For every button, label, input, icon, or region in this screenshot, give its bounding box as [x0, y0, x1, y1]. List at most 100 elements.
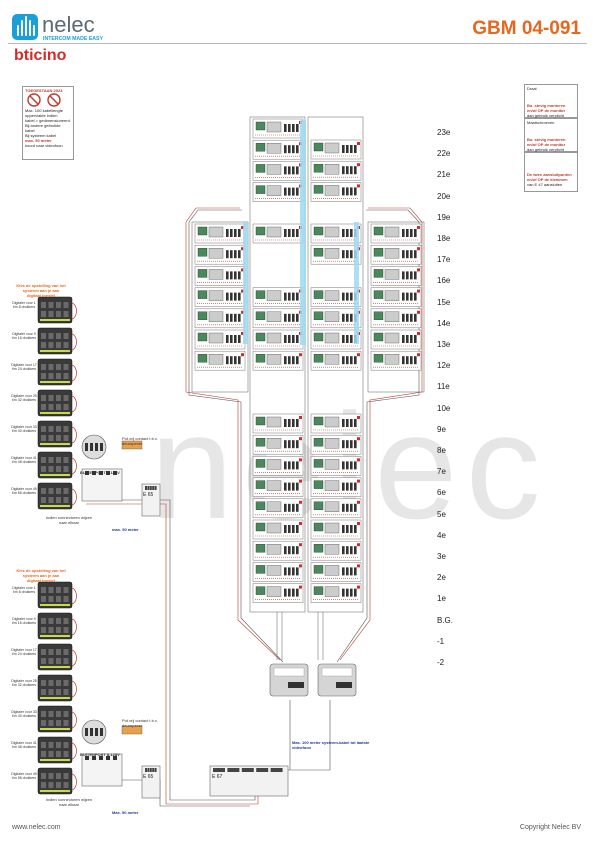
- terminal-icon: [346, 588, 349, 597]
- videophone-icon: [313, 311, 324, 320]
- relay-icon: [121, 440, 143, 450]
- push-button-icon: [48, 680, 54, 686]
- terminal-icon: [100, 728, 103, 736]
- push-button-icon: [63, 404, 69, 410]
- push-button-icon: [41, 618, 46, 624]
- cable-trace: [71, 618, 77, 636]
- videophone-unit: [252, 456, 304, 476]
- terminal-icon: [296, 356, 299, 365]
- push-button-icon: [41, 373, 46, 379]
- push-button-icon: [63, 751, 69, 757]
- terminal-icon: [292, 229, 295, 237]
- terminal-icon: [342, 145, 345, 153]
- relay-icon: [121, 725, 143, 735]
- push-button-icon: [56, 333, 61, 339]
- push-button-icon: [48, 333, 54, 339]
- terminal-icon: [90, 443, 93, 451]
- push-button-icon: [41, 364, 46, 370]
- videophone-icon: [373, 269, 384, 278]
- terminal-icon: [406, 292, 409, 301]
- terminal-icon: [288, 229, 291, 237]
- entrance-module: [37, 296, 77, 324]
- push-button-icon: [63, 596, 69, 602]
- module-label: Digitaler voor 25 t/m 32 drukkers: [11, 394, 37, 402]
- connector-icon: [40, 474, 70, 476]
- push-button-icon: [48, 311, 54, 317]
- supply-label: BUITENPOST 8-128V: [80, 470, 120, 475]
- screen-icon: [266, 416, 282, 428]
- connector-icon: [40, 790, 70, 792]
- partner-logo: bticino: [14, 47, 67, 64]
- terminal-icon: [354, 419, 357, 427]
- terminal-icon: [292, 313, 295, 322]
- videophone-unit: [310, 519, 362, 540]
- videophone-icon: [313, 142, 324, 152]
- legend-right-title: Draai: [527, 86, 537, 91]
- push-button-icon: [48, 373, 54, 379]
- module-label: Digitaler voor 9 t/m 16 drukkers: [11, 332, 37, 340]
- push-button-icon: [41, 342, 46, 348]
- push-button-icon: [63, 649, 69, 655]
- legend-left-line: Bij andere gebruikte: [25, 123, 61, 128]
- status-led-icon: [357, 564, 360, 568]
- screen-icon: [266, 544, 282, 555]
- terminal-icon: [346, 313, 349, 322]
- entrance-module: [37, 674, 77, 702]
- screen-icon: [208, 311, 224, 322]
- legend-right-line: dan gebruik verplicht: [527, 147, 564, 152]
- terminal-icon: [152, 768, 155, 772]
- terminal-icon: [145, 486, 147, 490]
- cable-trace: [86, 503, 259, 805]
- terminal-icon: [284, 356, 287, 365]
- terminal-icon: [284, 546, 287, 555]
- floor-label: 2e: [437, 573, 446, 583]
- screen-icon: [384, 247, 400, 259]
- floor-label: 3e: [437, 552, 446, 561]
- terminal-icon: [354, 145, 357, 153]
- terminal-icon: [292, 567, 295, 576]
- legend-right-mid: Maatschroeven Bo. stevig monteren en/of …: [524, 118, 578, 152]
- entrance-module: [37, 612, 77, 640]
- terminal-icon: [284, 440, 287, 449]
- screen-icon: [266, 586, 282, 597]
- terminal-icon: [350, 567, 353, 576]
- videophone-icon: [255, 185, 266, 194]
- videophone-unit: [252, 139, 304, 160]
- legend-left-line: Bij systeem kabel: [25, 133, 57, 138]
- push-button-icon: [63, 466, 69, 472]
- status-led-icon: [299, 353, 302, 357]
- push-button-icon: [63, 587, 69, 593]
- terminal-icon: [406, 229, 409, 237]
- push-button-icon: [41, 488, 46, 494]
- terminal-icon: [296, 440, 299, 449]
- videophone-icon: [313, 247, 324, 257]
- terminal-icon: [288, 292, 291, 301]
- videophone-unit: [310, 160, 362, 181]
- videophone-icon: [313, 480, 324, 489]
- videophone-unit: [310, 223, 362, 244]
- videophone-icon: [197, 354, 208, 363]
- push-button-icon: [56, 373, 61, 379]
- footer-website[interactable]: www.nelec.com: [12, 824, 61, 831]
- push-button-icon: [63, 711, 69, 717]
- cable-trace: [71, 488, 77, 506]
- terminal-icon: [288, 461, 291, 470]
- push-button-icon: [56, 751, 61, 757]
- status-led-icon: [357, 458, 360, 462]
- label-icon: [288, 682, 304, 688]
- screen-icon: [266, 121, 282, 133]
- terminal-icon: [350, 292, 353, 301]
- screen-icon: [324, 311, 340, 322]
- legend-right-line: dan gebruik verplicht: [527, 113, 564, 118]
- status-led-icon: [299, 437, 302, 441]
- floor-label: 5e: [437, 509, 446, 519]
- videophone-icon: [255, 354, 266, 363]
- supply-label: BUITENPOST 8-128V: [80, 752, 120, 757]
- screen-icon: [208, 269, 224, 280]
- module-label: Digitaler voor 17 t/m 24 drukkers: [11, 363, 37, 371]
- terminal-icon: [410, 313, 413, 322]
- terminal-icon: [402, 229, 405, 237]
- push-button-icon: [48, 782, 54, 788]
- terminal-icon: [273, 667, 305, 677]
- terminal-icon: [238, 229, 241, 237]
